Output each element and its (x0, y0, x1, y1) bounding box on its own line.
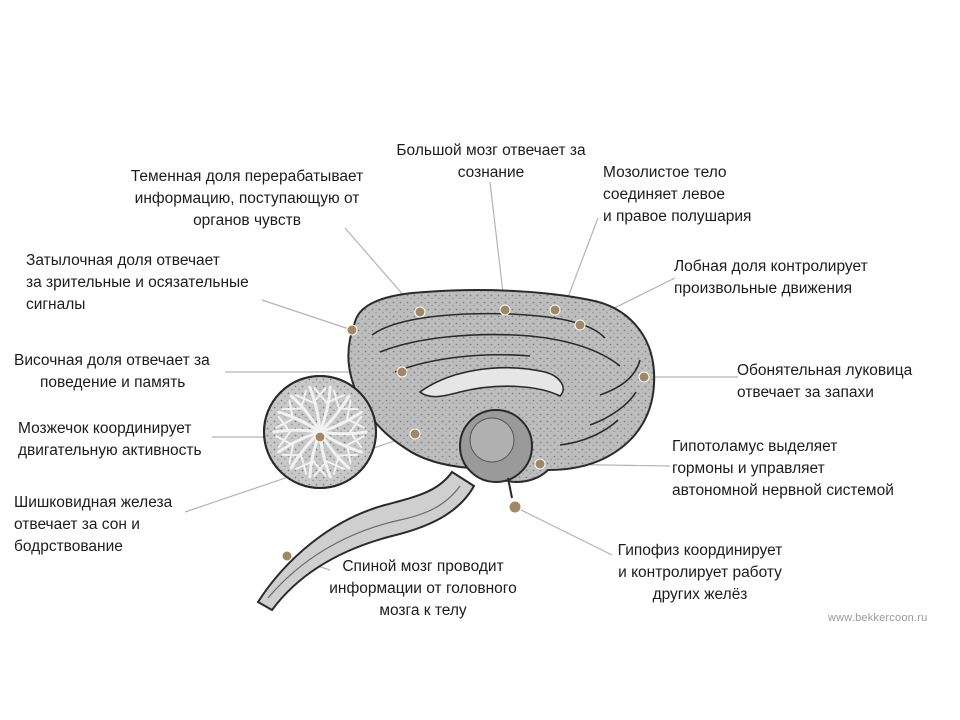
leader-corpus-callosum (564, 217, 599, 306)
arbor-branch (277, 410, 322, 434)
label-line: Гипофиз координирует (617, 542, 783, 559)
leader-pituitary (514, 506, 613, 556)
spinal-cord-line (267, 485, 461, 599)
spinal-cord (256, 470, 476, 612)
arbor-twig (346, 399, 352, 420)
marker-pituitary (508, 500, 522, 514)
label-line: автономной нервной системой (672, 482, 894, 499)
arbor-branch (318, 385, 332, 434)
marker-hypothalamus (534, 458, 546, 470)
label-line: Лобная доля контролирует (674, 258, 868, 275)
corpus-callosum (418, 367, 564, 398)
markers (281, 304, 650, 562)
arbor-branch (318, 410, 363, 434)
arbor-twig (337, 453, 359, 457)
marker-pineal (409, 428, 421, 440)
arbor-twig (346, 435, 365, 447)
label-line: произвольные движения (674, 280, 853, 297)
arbor-twig (332, 389, 340, 410)
arbor-branch (308, 385, 322, 434)
pituitary-stalk (507, 477, 513, 499)
label-line: за зрительные и осязательные (26, 274, 249, 291)
label-line: Затылочная доля отвечает (26, 252, 220, 269)
label-line: гормоны и управляет (672, 460, 825, 477)
label-pineal: Шишковидная железа отвечает за сон и бод… (14, 492, 172, 558)
cerebellum-edge (263, 375, 377, 489)
label-line: отвечает за сон и (14, 516, 140, 533)
label-parietal: Теменная доля перерабатывает информацию,… (122, 166, 372, 232)
marker-temporal (396, 366, 408, 378)
label-line: сигналы (26, 296, 86, 313)
arbor-twig (300, 454, 308, 475)
label-line: Теменная доля перерабатывает (130, 168, 364, 185)
label-cerebellum: Мозжечок координирует двигательную актив… (18, 418, 202, 462)
arbor-branch (272, 428, 322, 434)
marker-corpus-callosum (549, 304, 561, 316)
arbor-twig (346, 417, 365, 429)
marker-frontal (574, 319, 586, 331)
marker-cerebellum (314, 431, 326, 443)
arbor-twig (325, 460, 345, 470)
label-olfactory: Обонятельная луковица отвечает за запахи (737, 360, 912, 404)
arbor-branch (318, 394, 351, 434)
label-line: двигательную активность (18, 442, 202, 459)
cerebellum-arbor (272, 385, 368, 479)
label-line: Спиной мозг проводит (342, 558, 504, 575)
thalamus-inner (469, 417, 515, 463)
marker-spinal (281, 550, 293, 562)
label-line: соединяет левое (603, 186, 725, 203)
label-line: отвечает за запахи (737, 384, 874, 401)
label-line: информации от головного (329, 580, 517, 597)
marker-big-brain (499, 304, 511, 316)
label-line: и контролирует работу (618, 564, 782, 581)
leader-occipital (261, 299, 353, 331)
watermark: www.bekkercoon.ru (828, 612, 928, 624)
label-line: информацию, поступающую от (134, 190, 360, 207)
arbor-twig (281, 407, 303, 411)
label-temporal: Височная доля отвечает за поведение и па… (14, 350, 210, 394)
label-big-brain: Большой мозг отвечает за сознание (386, 140, 596, 184)
label-occipital: Затылочная доля отвечает за зрительные и… (26, 250, 249, 316)
label-line: Шишковидная железа (14, 494, 173, 511)
label-line: Мозжечок координирует (18, 420, 192, 437)
leader-big-brain (489, 181, 506, 311)
label-pituitary: Гипофиз координирует и контролирует рабо… (600, 540, 800, 606)
label-line: других желёз (652, 586, 748, 603)
label-line: бодрствование (14, 538, 123, 555)
arbor-branch (318, 430, 368, 436)
label-hypothalamus: Гипотоламус выделяет гормоны и управляет… (672, 436, 894, 502)
label-line: органов чувств (193, 212, 301, 229)
arbor-twig (312, 460, 327, 477)
label-corpus-callosum: Мозолистое тело соединяет левое и правое… (603, 162, 751, 228)
label-spinal: Спиной мозг проводит информации от голов… (318, 556, 528, 622)
marker-olfactory (638, 371, 650, 383)
label-line: сознание (457, 164, 525, 181)
label-line: Мозолистое тело (603, 164, 727, 181)
marker-occipital (346, 324, 358, 336)
arbor-twig (277, 431, 291, 449)
arbor-twig (288, 444, 294, 465)
label-line: Височная доля отвечает за (14, 352, 210, 369)
arbor-twig (275, 417, 294, 429)
label-frontal: Лобная доля контролирует произвольные дв… (674, 256, 868, 300)
label-line: поведение и память (40, 374, 186, 391)
marker-parietal (414, 306, 426, 318)
label-line: и правое полушария (603, 208, 752, 225)
arbor-branch (289, 394, 322, 434)
label-line: Большой мозг отвечает за (396, 142, 586, 159)
label-line: Гипотоламус выделяет (672, 438, 838, 455)
label-line: Обонятельная луковица (737, 362, 913, 379)
label-line: мозга к телу (379, 602, 467, 619)
gyri (371, 312, 641, 446)
arbor-twig (295, 394, 315, 404)
arbor-twig (313, 387, 328, 404)
